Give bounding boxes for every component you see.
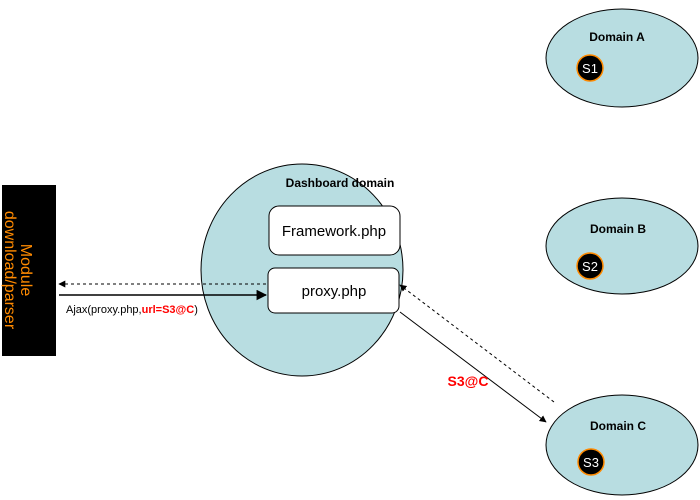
framework-box xyxy=(268,205,401,256)
server-s2 xyxy=(576,252,604,280)
ajax-call-param: url=S3@C xyxy=(142,304,195,316)
proxy-label: proxy.php xyxy=(302,283,367,300)
server-s3 xyxy=(577,448,605,476)
dashboard-domain: Dashboard domain Framework.php proxy.php xyxy=(200,163,404,377)
proxy-box xyxy=(267,267,400,314)
module-label-line2: download/parser xyxy=(1,211,18,330)
module-box-bg xyxy=(2,185,56,356)
module-label-line1: Module xyxy=(17,244,34,297)
ajax-call-prefix: Ajax(proxy.php, xyxy=(66,304,142,316)
module-box: Module download/parser xyxy=(1,185,56,356)
server-s1 xyxy=(576,54,604,82)
domain-b-title: Domain B xyxy=(590,222,646,236)
domain-a-ellipse xyxy=(545,8,699,108)
proxy-request-label: S3@C xyxy=(448,373,489,389)
server-s1-label: S1 xyxy=(582,61,598,76)
domain-c-title: Domain C xyxy=(590,419,646,433)
domain-c-ellipse xyxy=(545,394,699,496)
server-s2-label: S2 xyxy=(582,259,598,274)
domain-b: Domain B S2 xyxy=(545,197,699,295)
domain-c: Domain C S3 xyxy=(545,394,699,496)
proxy-request-arrow xyxy=(399,311,547,423)
dashboard-title: Dashboard domain xyxy=(286,176,395,190)
domain-b-ellipse xyxy=(545,197,699,295)
proxy-response-arrow xyxy=(399,284,555,403)
ajax-call-suffix: ) xyxy=(194,304,198,316)
domain-a-title: Domain A xyxy=(589,30,645,44)
server-s3-label: S3 xyxy=(583,455,599,470)
domain-a: Domain A S1 xyxy=(545,8,699,108)
framework-label: Framework.php xyxy=(282,223,386,240)
ajax-call-label: Ajax(proxy.php,url=S3@C) xyxy=(66,304,198,316)
